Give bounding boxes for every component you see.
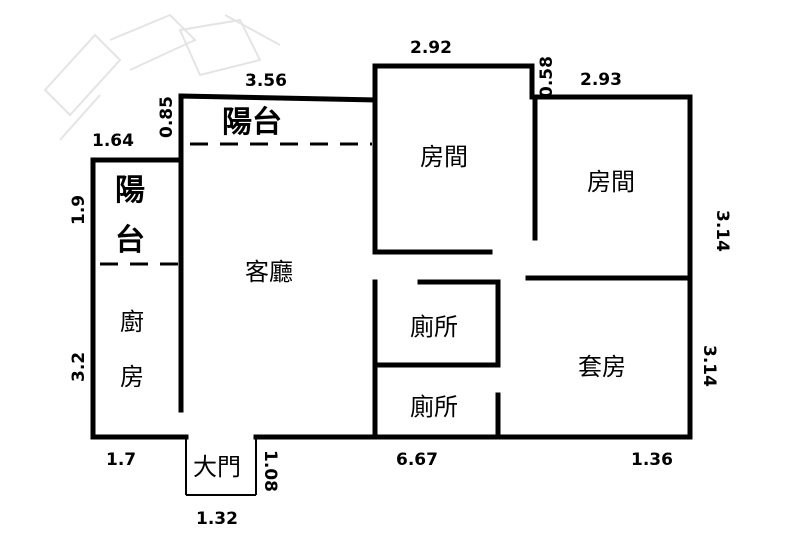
dimension-292: 2.92: [410, 38, 452, 58]
dimension-314-bottom: 3.14: [699, 345, 719, 387]
bedroom-1-label: 房間: [420, 143, 468, 171]
dimension-314-top: 3.14: [712, 210, 732, 252]
dimension-058: 0.58: [537, 56, 557, 98]
dimension-108: 1.08: [260, 450, 280, 492]
dimension-136: 1.36: [631, 450, 673, 470]
dimension-32: 3.2: [69, 352, 89, 382]
bathroom-1-label: 廁所: [410, 313, 458, 341]
dimension-085: 0.85: [157, 96, 177, 138]
walls: [90, 63, 693, 440]
dimension-132: 1.32: [196, 509, 238, 529]
bedroom-2-label: 房間: [587, 168, 635, 196]
watermark: [43, 13, 281, 141]
dimension-19: 1.9: [69, 195, 89, 225]
dimension-17: 1.7: [106, 450, 136, 470]
kitchen-label-1: 廚: [120, 308, 144, 336]
kitchen-label-2: 房: [120, 363, 144, 391]
dimension-356: 3.56: [245, 71, 287, 91]
dimension-667: 6.67: [396, 450, 438, 470]
balcony-left-label-2: 台: [115, 223, 145, 258]
balcony-boundaries: [100, 142, 372, 266]
entrance-box: [185, 437, 257, 496]
bathroom-2-label: 廁所: [410, 393, 458, 421]
living-room-label: 客廳: [245, 258, 293, 286]
entrance-label: 大門: [193, 453, 241, 481]
dimension-164: 1.64: [92, 131, 134, 151]
balcony-left-label-1: 陽: [115, 173, 145, 208]
suite-label: 套房: [578, 353, 626, 381]
balcony-top-label: 陽台: [222, 105, 282, 140]
dimension-293: 2.93: [580, 70, 622, 90]
